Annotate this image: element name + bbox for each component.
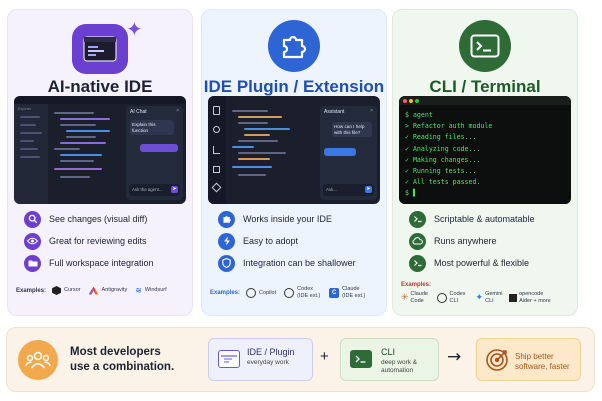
example-windsurf: ≋ Windsurf	[135, 286, 167, 295]
cursor-logo-icon	[52, 286, 62, 295]
copilot-logo-icon	[246, 288, 257, 298]
puzzle-icon	[218, 210, 235, 228]
file-icon[interactable]	[213, 106, 220, 115]
ai-chat-panel: AI Chat × Explain this function Ask the …	[126, 106, 183, 200]
example-codex-ide: Codex (IDE ext.)	[284, 286, 321, 300]
result-pill: Ship better software, faster	[476, 338, 581, 381]
shield-icon	[218, 254, 235, 272]
ide-screenshot: Explorer AI Chat × Explain this function…	[14, 96, 186, 204]
group-icon	[18, 340, 58, 380]
terminal-screenshot: $ agent> Refactor auth module✓ Reading f…	[399, 96, 571, 204]
chat-input[interactable]: Ask the agent... ➤	[129, 184, 180, 196]
plugin-screenshot: Assistant × How can I help with this fil…	[208, 96, 380, 204]
assistant-panel: Assistant × How can I help with this fil…	[320, 106, 377, 200]
list-item: Easy to adopt	[218, 230, 380, 252]
example-opencode: opencode Aider + more	[509, 291, 555, 305]
example-claude-ide: C Claude (IDE ext.)	[329, 286, 366, 300]
plus-sign: +	[320, 348, 329, 365]
terminal-icon	[409, 254, 426, 272]
sparkle-icon: ✦	[126, 17, 143, 41]
ide-plugin-card: IDE Plugin / Extension Assistant × How c…	[201, 9, 387, 316]
debug-icon[interactable]	[213, 166, 220, 173]
terminal-output: $ agent> Refactor auth module✓ Reading f…	[405, 111, 493, 198]
openai-logo-icon	[284, 288, 295, 298]
chat-reply-bubble	[140, 144, 178, 152]
arrow-right-icon: →	[447, 347, 462, 367]
feature-list: Scriptable & automatable Runs anywhere M…	[409, 208, 571, 274]
example-antigravity: Antigravity	[88, 286, 127, 295]
terminal-icon	[409, 210, 426, 228]
chat-reply-bubble	[324, 148, 356, 156]
close-icon[interactable]: ×	[176, 108, 179, 114]
ai-native-ide-card: ✦ AI-native IDE Explorer AI Chat × Expla…	[7, 9, 193, 316]
file-explorer: Explorer	[14, 104, 48, 204]
examples-row: Examples: Copilot Codex (IDE ext.) C Cla…	[210, 286, 366, 300]
eye-icon	[24, 232, 41, 250]
list-item: Integration can be shallower	[218, 252, 380, 274]
cli-pill: CLI deep work & automation	[340, 338, 439, 381]
cli-terminal-card: CLI / Terminal $ agent> Refactor auth mo…	[392, 9, 578, 316]
combination-text: Most developers use a combination.	[70, 346, 175, 373]
list-item: See changes (visual diff)	[24, 208, 186, 230]
list-item: Full workspace integration	[24, 252, 186, 274]
target-icon	[486, 349, 508, 371]
example-claude-code: ✳ Claude Code	[401, 291, 428, 304]
opencode-logo-icon	[509, 294, 518, 302]
list-item: Most powerful & flexible	[409, 252, 571, 274]
openai-logo-icon	[436, 293, 447, 303]
claude-logo-icon: C	[329, 288, 340, 298]
list-item: Great for reviewing edits	[24, 230, 186, 252]
feature-list: Works inside your IDE Easy to adopt Inte…	[218, 208, 380, 274]
terminal-icon	[350, 350, 372, 368]
example-gemini-cli: ✦ Gemini CLI	[475, 291, 503, 304]
result-text: Ship better software, faster	[515, 352, 570, 371]
list-item: Scriptable & automatable	[409, 208, 571, 230]
list-item: Works inside your IDE	[218, 208, 380, 230]
ide-plugin-pill: IDE / Plugin everyday work	[208, 338, 313, 381]
folder-icon	[24, 254, 41, 272]
list-item: Runs anywhere	[409, 230, 571, 252]
chat-message: Explain this function	[130, 120, 174, 136]
combination-banner: Most developers use a combination. IDE /…	[6, 327, 595, 392]
gemini-star-icon: ✦	[475, 292, 484, 303]
card-title: AI-native IDE	[47, 77, 153, 96]
lightning-icon	[218, 232, 235, 250]
terminal-icon	[459, 20, 511, 72]
window-icon	[218, 350, 240, 368]
activity-bar	[208, 96, 226, 204]
card-title: IDE Plugin / Extension	[203, 77, 385, 96]
claude-burst-icon: ✳	[401, 292, 409, 303]
minimize-dot[interactable]	[409, 99, 413, 103]
send-icon[interactable]: ➤	[171, 186, 178, 193]
cloud-icon	[409, 232, 426, 250]
send-icon[interactable]: ➤	[365, 186, 372, 193]
example-codex-cli: Codex CLI	[436, 291, 468, 305]
extensions-icon[interactable]	[211, 182, 222, 193]
example-cursor: Cursor	[52, 286, 81, 295]
examples-row: Examples: ✳ Claude Code Codex CLI ✦ Gemi…	[401, 282, 573, 305]
puzzle-icon	[268, 20, 320, 72]
windsurf-logo-icon: ≋	[135, 286, 142, 295]
chat-input[interactable]: Ask... ➤	[323, 184, 374, 196]
terminal-title-bar	[399, 96, 571, 105]
maximize-dot[interactable]	[415, 99, 419, 103]
antigravity-logo-icon	[88, 286, 99, 295]
feature-list: See changes (visual diff) Great for revi…	[24, 208, 186, 274]
example-copilot: Copilot	[246, 288, 276, 298]
examples-row: Examples: Cursor Antigravity ≋ Windsurf	[16, 286, 167, 295]
card-title: CLI / Terminal	[429, 77, 541, 96]
close-icon[interactable]: ×	[370, 108, 373, 114]
ide-window-icon	[72, 24, 128, 74]
search-icon[interactable]	[213, 126, 220, 133]
branch-icon[interactable]	[213, 146, 220, 154]
magnifier-icon	[24, 210, 41, 228]
close-dot[interactable]	[403, 99, 407, 103]
chat-message: How can I help with this file?	[332, 122, 372, 138]
